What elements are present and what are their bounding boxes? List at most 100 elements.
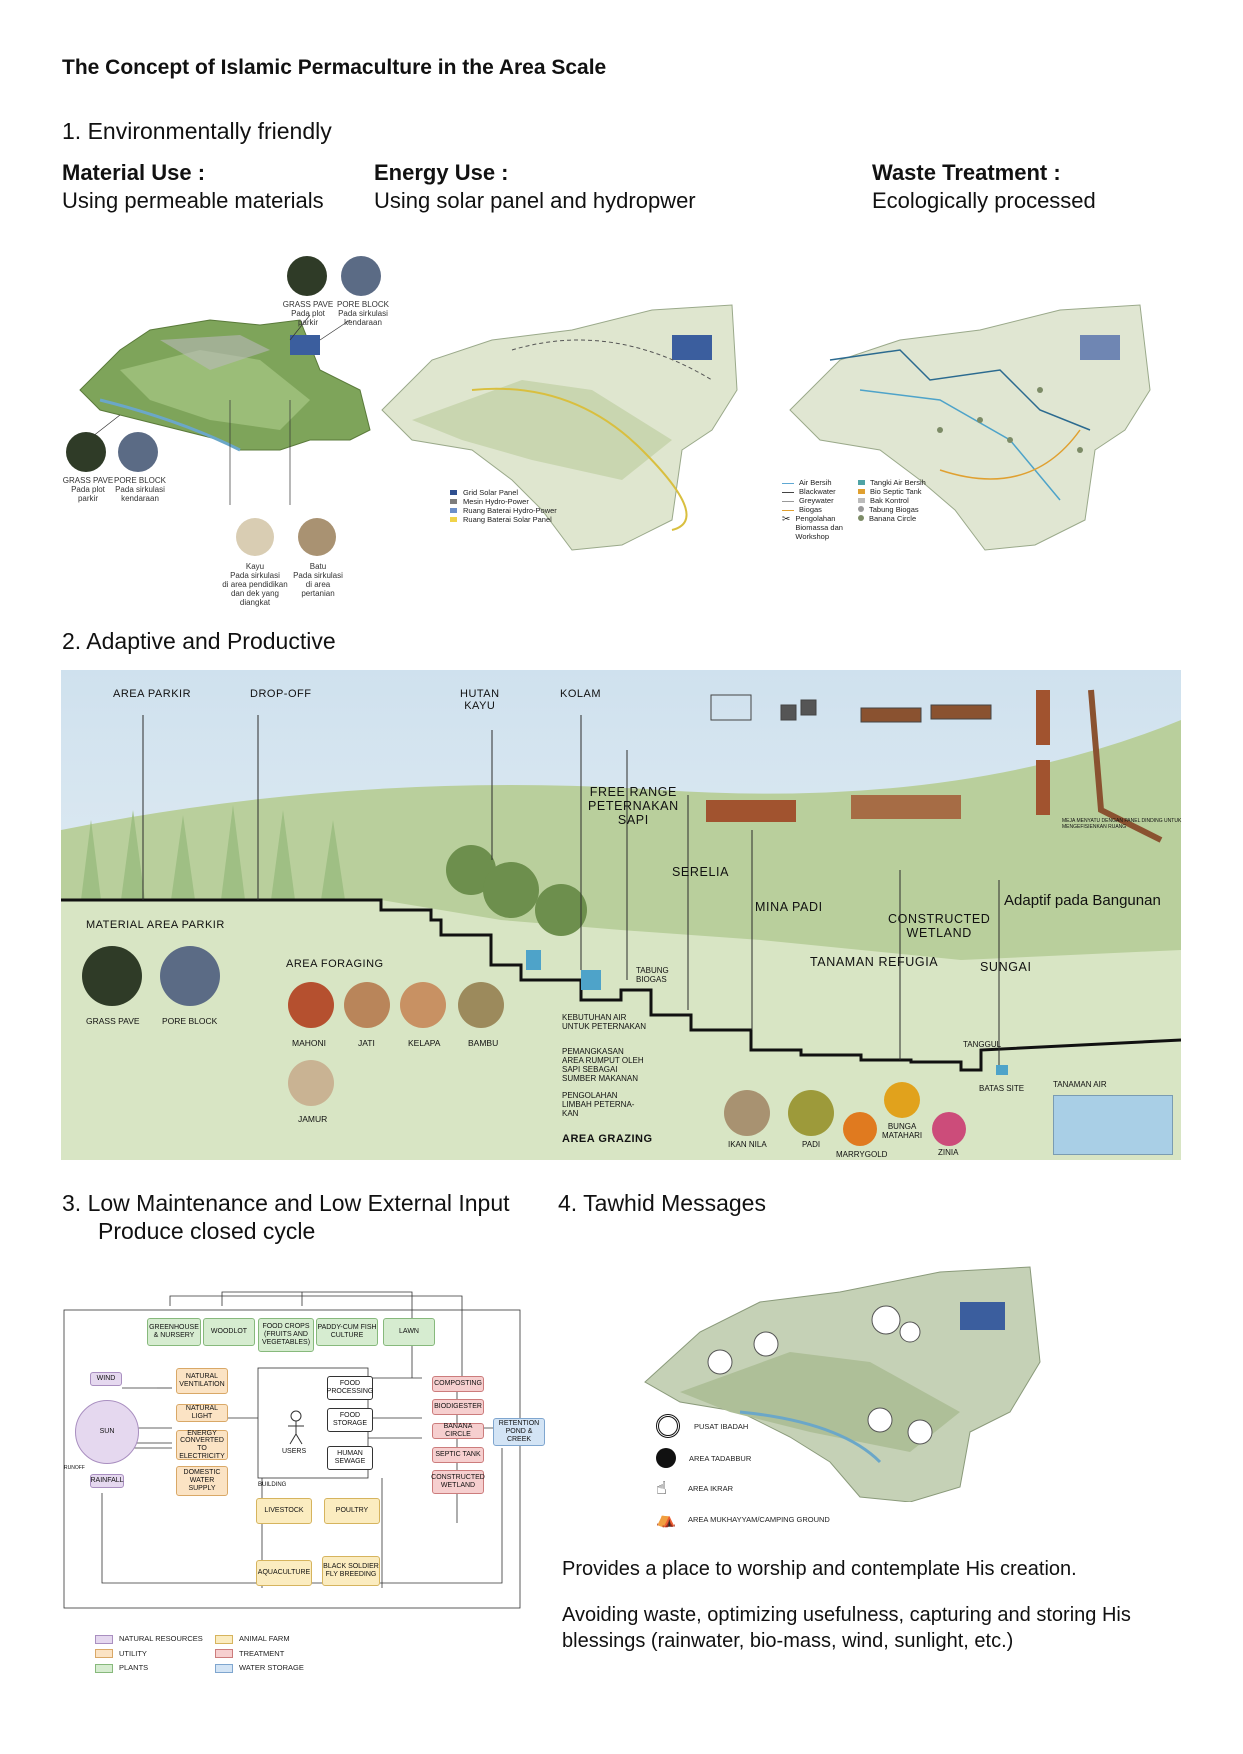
section-2-heading: 2. Adaptive and Productive <box>62 628 336 654</box>
label-tanaman-refugia: TANAMAN REFUGIA <box>810 955 939 969</box>
cycle-legend: NATURAL RESOURCES ANIMAL FARM UTILITY TR… <box>95 1634 335 1673</box>
material-use-text: Using permeable materials <box>62 188 324 213</box>
tanaman-air-diagram <box>1053 1095 1173 1155</box>
box-wind: WIND <box>90 1372 122 1386</box>
legend-biomass: Pengolahan Biomassa dan Workshop <box>795 514 843 541</box>
legend-greywater: Greywater <box>799 496 834 505</box>
zinia-photo <box>932 1112 966 1146</box>
marrygold-photo <box>843 1112 877 1146</box>
label-batas-site: BATAS SITE <box>979 1084 1025 1093</box>
batu-swatch <box>298 518 336 556</box>
legend-grid-solar: Grid Solar Panel <box>463 488 519 497</box>
box-poultry: POULTRY <box>324 1498 380 1524</box>
label-area-parkir: AREA PARKIR <box>113 688 192 700</box>
waste-treatment-title: Waste Treatment : <box>872 160 1061 185</box>
legend-battery-h: Ruang Baterai Hydro-Power <box>463 506 557 515</box>
legend-battery-s: Ruang Baterai Solar Panel <box>463 515 552 524</box>
legend-utility: UTILITY <box>119 1648 147 1658</box>
pore-block-photo <box>160 946 220 1006</box>
contemplation-icon <box>656 1448 676 1468</box>
label-kebutuhan-air: KEBUTUHAN AIR UNTUK PETERNAKAN <box>562 1013 647 1031</box>
label-tabung-biogas: TABUNG BIOGAS <box>636 966 669 984</box>
label-sungai: SUNGAI <box>980 960 1032 974</box>
label-zinia: ZINIA <box>938 1148 959 1157</box>
energy-use-text: Using solar panel and hydropwer <box>374 188 696 213</box>
legend-natural-resources: NATURAL RESOURCES <box>119 1634 203 1643</box>
label-kolam: KOLAM <box>560 688 602 700</box>
grass-pave-label-left: GRASS PAVE Pada plot parkir <box>62 476 114 503</box>
banana-swatch <box>858 515 864 521</box>
box-paddy: PADDY-CUM FISH CULTURE <box>316 1318 378 1346</box>
legend-air-bersih: Air Bersih <box>799 478 832 487</box>
greywater-line <box>782 500 794 502</box>
label-pore-block: PORE BLOCK <box>162 1016 218 1026</box>
worship-icon <box>656 1414 680 1438</box>
waste-treatment-text: Ecologically processed <box>872 188 1096 213</box>
label-hutan-kayu: HUTAN KAYU <box>460 688 500 712</box>
kayu-swatch <box>236 518 274 556</box>
user-icon <box>288 1410 304 1445</box>
label-constructed-wetland: CONSTRUCTED WETLAND <box>888 912 991 940</box>
bambu-photo <box>458 982 504 1028</box>
box-domestic-water: DOMESTIC WATER SUPPLY <box>176 1466 228 1496</box>
box-food-crops: FOOD CROPS (FRUITS AND VEGETABLES) <box>258 1318 314 1352</box>
box-food-processing: FOOD PROCESSING <box>327 1376 373 1400</box>
material-site-map <box>79 314 371 505</box>
section-3-subheading: Produce closed cycle <box>98 1218 316 1244</box>
legend-tabung: Tabung Biogas <box>869 505 919 514</box>
label-ikan-nila: IKAN NILA <box>728 1140 767 1149</box>
tools-icon: ✂ <box>782 514 791 525</box>
label-kelapa: KELAPA <box>408 1038 441 1048</box>
legend-area-mukhayyam: AREA MUKHAYYAM/CAMPING GROUND <box>688 1514 830 1524</box>
legend-pusat-ibadah: PUSAT IBADAH <box>694 1421 749 1431</box>
legend-swatch-wat <box>215 1663 233 1673</box>
legend-hydro: Mesin Hydro-Power <box>463 497 529 506</box>
tawhid-text-1: Provides a place to worship and contempl… <box>562 1558 1077 1580</box>
padi-photo <box>788 1090 834 1136</box>
legend-septic: Bio Septic Tank <box>870 487 922 496</box>
energy-legend: Grid Solar Panel Mesin Hydro-Power Ruang… <box>450 488 557 524</box>
legend-blackwater: Blackwater <box>799 487 836 496</box>
legend-area-ikrar: AREA IKRAR <box>688 1484 734 1493</box>
pore-block-label-top: PORE BLOCK Pada sirkulasi kendaraan <box>336 300 389 327</box>
box-constructed-wetland: CONSTRUCTED WETLAND <box>431 1470 485 1494</box>
hydro-swatch <box>450 499 457 504</box>
tawhid-legend: PUSAT IBADAH AREA TADABBUR ☝AREA IKRAR ⛺… <box>656 1414 830 1529</box>
label-tanaman-air: TANAMAN AIR <box>1053 1080 1107 1089</box>
label-jati: JATI <box>358 1038 375 1048</box>
box-banana-circle: BANANA CIRCLE <box>432 1423 484 1439</box>
legend-area-tadabbur: AREA TADABBUR <box>689 1453 752 1463</box>
box-energy-converted: ENERGY CONVERTED TO ELECTRICITY <box>176 1430 228 1460</box>
energy-use-title: Energy Use : <box>374 160 509 185</box>
box-food-storage: FOOD STORAGE <box>327 1408 373 1432</box>
legend-biogas: Biogas <box>799 505 822 514</box>
label-padi: PADI <box>802 1140 821 1149</box>
legend-water-storage: WATER STORAGE <box>239 1663 304 1673</box>
biogas-line <box>782 509 794 511</box>
septic-swatch <box>858 489 865 494</box>
legend-tangki: Tangki Air Bersih <box>870 478 926 487</box>
mahoni-photo <box>288 982 334 1028</box>
box-composting: COMPOSTING <box>432 1376 484 1392</box>
batu-label: Batu Pada sirkulasi di area pertanian <box>293 562 343 598</box>
grass-pave-label-top: GRASS PAVE Pada plot parkir <box>282 300 334 327</box>
label-users: USERS <box>282 1448 307 1455</box>
label-serelia: SERELIA <box>672 865 730 879</box>
legend-swatch-tre <box>215 1649 233 1659</box>
jati-photo <box>344 982 390 1028</box>
label-area-foraging: AREA FORAGING <box>286 958 384 970</box>
section-1-heading: 1. Environmentally friendly <box>62 118 332 144</box>
box-human-sewage: HUMAN SEWAGE <box>327 1446 373 1470</box>
label-bunga-matahari: BUNGA MATAHARI <box>882 1122 923 1140</box>
legend-animal-farm: ANIMAL FARM <box>239 1634 290 1643</box>
air-bersih-line <box>782 482 794 484</box>
legend-kontrol: Bak Kontrol <box>870 496 909 505</box>
bunga-matahari-photo <box>884 1082 920 1118</box>
box-natural-ventilation: NATURAL VENTILATION <box>176 1368 228 1394</box>
battery-h-swatch <box>450 508 457 513</box>
label-mahoni: MAHONI <box>292 1038 326 1048</box>
label-building: BUILDING <box>258 1482 287 1488</box>
waste-legend-a: Air Bersih Blackwater Greywater Biogas ✂… <box>782 478 843 541</box>
energy-site-map <box>381 304 738 551</box>
box-sun: SUN <box>75 1400 139 1464</box>
